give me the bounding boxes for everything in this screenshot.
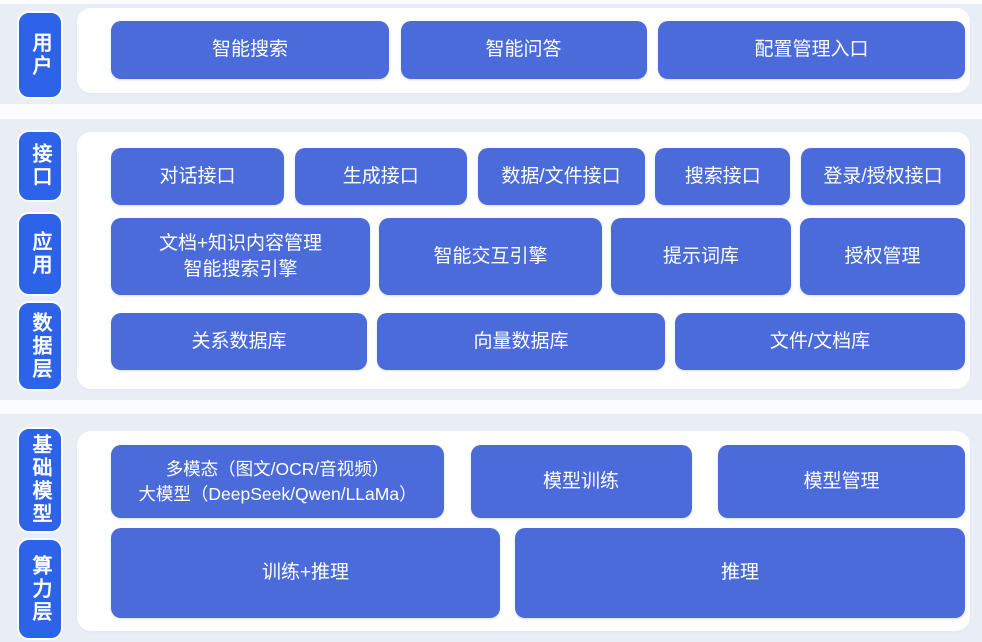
node-relational-db-label: 关系数据库 [191, 330, 287, 352]
api-row: 对话接口 生成接口 数据/文件接口 搜索接口 登录/授权接口 [111, 148, 965, 205]
node-authorization-management: 授权管理 [800, 218, 965, 295]
node-generation-api-label: 生成接口 [342, 165, 419, 187]
node-search-api-label: 搜索接口 [684, 165, 761, 187]
layer-label-data-text: 数据层 [29, 311, 51, 381]
node-doc-knowledge-search-engine-line2: 智能搜索引擎 [183, 258, 298, 280]
layer-label-api-text: 接口 [29, 143, 51, 189]
node-data-file-api-label: 数据/文件接口 [501, 165, 621, 187]
node-doc-knowledge-search-engine-line1: 文档+知识内容管理 [158, 232, 323, 254]
node-prompt-library: 提示词库 [611, 218, 791, 295]
user-row: 智能搜索 智能问答 配置管理入口 [111, 21, 965, 79]
layer-label-user-text: 用户 [29, 32, 51, 78]
layer-label-api: 接口 [17, 130, 63, 202]
node-config-management-entry: 配置管理入口 [658, 21, 965, 79]
node-inference-label: 推理 [720, 562, 759, 584]
node-intelligent-qa-label: 智能问答 [485, 39, 562, 61]
node-vector-db: 向量数据库 [377, 313, 665, 370]
node-file-doc-store-label: 文件/文档库 [769, 330, 871, 352]
node-search-api: 搜索接口 [655, 148, 791, 205]
node-model-training-label: 模型训练 [542, 470, 619, 492]
node-interaction-engine: 智能交互引擎 [379, 218, 602, 295]
node-model-training: 模型训练 [470, 445, 692, 518]
layer-label-application: 应用 [17, 212, 63, 296]
node-config-management-entry-label: 配置管理入口 [754, 39, 869, 61]
layer-label-foundation-model-text: 基础模型 [29, 434, 51, 526]
data-row: 关系数据库 向量数据库 文件/文档库 [111, 313, 965, 370]
node-file-doc-store: 文件/文档库 [675, 313, 965, 370]
node-model-management-label: 模型管理 [803, 470, 880, 492]
node-vector-db-label: 向量数据库 [473, 330, 569, 352]
node-generation-api: 生成接口 [294, 148, 467, 205]
node-interaction-engine-label: 智能交互引擎 [433, 245, 548, 267]
compute-row: 训练+推理 推理 [111, 528, 965, 618]
layer-label-data: 数据层 [17, 301, 63, 391]
layer-label-foundation-model: 基础模型 [17, 427, 63, 533]
node-intelligent-qa: 智能问答 [400, 21, 647, 79]
layer-label-compute: 算力层 [17, 538, 63, 640]
node-chat-api-label: 对话接口 [159, 165, 236, 187]
node-training-inference: 训练+推理 [111, 528, 500, 618]
node-training-inference-label: 训练+推理 [261, 562, 350, 584]
node-doc-knowledge-search-engine: 文档+知识内容管理 智能搜索引擎 [111, 218, 370, 295]
node-prompt-library-label: 提示词库 [662, 245, 739, 267]
node-model-management: 模型管理 [718, 445, 965, 518]
foundation-model-row: 多模态（图文/OCR/音视频） 大模型（DeepSeek/Qwen/LLaMa）… [111, 445, 965, 518]
node-multimodal-llm-line1: 多模态（图文/OCR/音视频） [165, 459, 390, 479]
node-login-auth-api: 登录/授权接口 [801, 148, 965, 205]
node-authorization-management-label: 授权管理 [844, 245, 921, 267]
node-intelligent-search-label: 智能搜索 [211, 39, 288, 61]
node-multimodal-llm-line2: 大模型（DeepSeek/Qwen/LLaMa） [138, 483, 417, 504]
node-relational-db: 关系数据库 [111, 313, 367, 370]
node-data-file-api: 数据/文件接口 [477, 148, 645, 205]
node-inference: 推理 [515, 528, 965, 618]
layer-label-user: 用户 [17, 11, 63, 99]
node-login-auth-api-label: 登录/授权接口 [823, 165, 943, 187]
node-intelligent-search: 智能搜索 [111, 21, 389, 79]
layer-label-application-text: 应用 [29, 231, 51, 277]
layer-label-compute-text: 算力层 [29, 554, 51, 624]
application-row: 文档+知识内容管理 智能搜索引擎 智能交互引擎 提示词库 授权管理 [111, 218, 965, 295]
node-chat-api: 对话接口 [111, 148, 284, 205]
node-multimodal-llm: 多模态（图文/OCR/音视频） 大模型（DeepSeek/Qwen/LLaMa） [111, 445, 444, 518]
